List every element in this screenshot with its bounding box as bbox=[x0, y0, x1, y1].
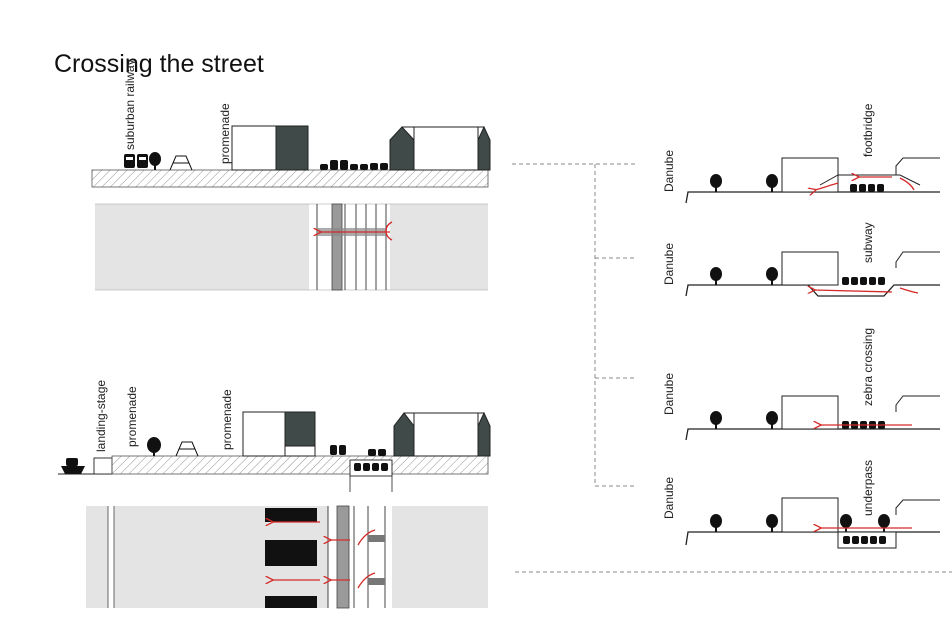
label-danube: Danube bbox=[662, 373, 676, 415]
connector-lines bbox=[512, 163, 952, 573]
bench-icon bbox=[169, 155, 193, 171]
building-dark bbox=[284, 411, 316, 447]
option-underpass: Danube underpass bbox=[662, 460, 940, 549]
plan-crossings bbox=[368, 535, 385, 585]
building-white bbox=[231, 125, 277, 171]
cars-icon bbox=[330, 445, 386, 456]
label-danube: Danube bbox=[662, 243, 676, 285]
label-bottom-promenade-2: promenade bbox=[220, 389, 234, 450]
crossing-arrow bbox=[320, 221, 393, 241]
train-icon bbox=[124, 154, 148, 168]
top-section-plan bbox=[95, 203, 488, 291]
label-zebra-crossing: zebra crossing bbox=[861, 328, 875, 406]
landing-stage bbox=[93, 457, 113, 475]
label-suburban-railway: suburban railway bbox=[123, 59, 137, 150]
plan-left-block bbox=[95, 204, 309, 290]
page-title: Crossing the street bbox=[54, 50, 264, 78]
tree-icon bbox=[710, 514, 890, 532]
label-top-promenade: promenade bbox=[218, 103, 232, 164]
label-landing-stage: landing-stage bbox=[94, 380, 108, 452]
label-bottom-promenade-1: promenade bbox=[125, 386, 139, 447]
tree-icon bbox=[149, 152, 161, 170]
top-section-elevation: suburban railway promenade bbox=[91, 59, 491, 188]
plan-tram-track bbox=[336, 505, 350, 609]
bottom-section-elevation: landing-stage promenade promenade bbox=[58, 380, 491, 492]
plan-lanes bbox=[327, 506, 386, 608]
plan-tram-track bbox=[331, 203, 343, 291]
tree-icon bbox=[710, 174, 778, 192]
label-subway: subway bbox=[861, 222, 875, 263]
plan-right-block bbox=[392, 506, 488, 608]
cars-icon bbox=[320, 160, 388, 170]
tree-icon bbox=[147, 437, 161, 456]
plan-left-strip bbox=[86, 506, 108, 608]
option-zebra-crossing: Danube zebra crossing bbox=[662, 328, 940, 441]
right-building bbox=[389, 125, 491, 171]
label-danube: Danube bbox=[662, 150, 676, 192]
option-footbridge: Danube footbridge bbox=[662, 103, 940, 204]
building-white bbox=[242, 411, 286, 457]
tree-icon bbox=[710, 267, 778, 285]
plan-right-block bbox=[390, 204, 488, 290]
label-footbridge: footbridge bbox=[861, 103, 875, 157]
bottom-section-plan bbox=[86, 505, 488, 609]
plan-lanes bbox=[316, 204, 387, 290]
label-underpass: underpass bbox=[861, 460, 875, 516]
bench-icon bbox=[175, 441, 199, 457]
option-subway: Danube subway bbox=[662, 222, 940, 297]
building-dark bbox=[275, 125, 309, 171]
tree-icon bbox=[710, 411, 778, 429]
right-building bbox=[393, 411, 491, 457]
label-danube: Danube bbox=[662, 477, 676, 519]
crossing-arrows bbox=[272, 522, 376, 589]
boat-icon bbox=[61, 458, 85, 474]
plan-buildings bbox=[265, 508, 317, 608]
top-ground bbox=[91, 169, 489, 188]
bottom-ground bbox=[111, 455, 489, 475]
